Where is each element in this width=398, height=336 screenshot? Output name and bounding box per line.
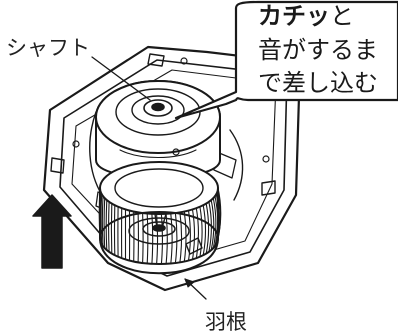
wheel-blade (217, 187, 222, 239)
wheel-blade (103, 197, 106, 249)
wheel-blade (174, 212, 178, 264)
insert-direction-arrow (32, 194, 72, 269)
wheel-blade (146, 212, 149, 265)
wheel-blade (195, 207, 199, 259)
wheel-blade (99, 191, 102, 243)
wheel-blade (191, 208, 196, 260)
wheel-blade (105, 199, 108, 251)
wheel-blade (214, 195, 219, 247)
wheel-blade (165, 213, 168, 265)
wheel-blade (183, 210, 187, 263)
wheel-blades (98, 187, 222, 265)
wheel-blade (205, 203, 210, 255)
wheel-blade (210, 199, 215, 251)
wheel-blade (101, 195, 104, 247)
blade-leader-arrow (184, 278, 207, 300)
wheel-blade (151, 213, 154, 265)
callout-line-1-rest: と (330, 2, 354, 30)
wheel-blade (100, 193, 103, 245)
wheel-blade (170, 212, 173, 265)
wheel-blade (208, 201, 212, 253)
wheel-blade (156, 213, 159, 265)
shaft-label: シャフト (6, 36, 90, 60)
callout-bold-text: カチッ (258, 2, 330, 30)
wheel-blade (199, 206, 203, 258)
callout-line-3: で差し込む (258, 69, 378, 97)
callout-bubble (174, 0, 398, 120)
wheel-blade (187, 209, 191, 262)
callout-text: カチッと 音がするま で差し込む (258, 0, 398, 100)
wheel-blade (179, 211, 183, 263)
wheel-blade (142, 212, 144, 264)
shaft-leader-line (91, 56, 151, 101)
wheel-blade (108, 201, 110, 253)
motor-housing (95, 80, 221, 179)
wheel-blade (202, 204, 207, 256)
wheel-blade (212, 197, 217, 249)
wheel-blade (160, 213, 163, 265)
callout-line-1: カチッと (258, 4, 354, 28)
wheel-blade (215, 193, 220, 245)
callout-line-2: 音がするま (258, 36, 378, 64)
blade-label: 羽根 (205, 310, 247, 334)
